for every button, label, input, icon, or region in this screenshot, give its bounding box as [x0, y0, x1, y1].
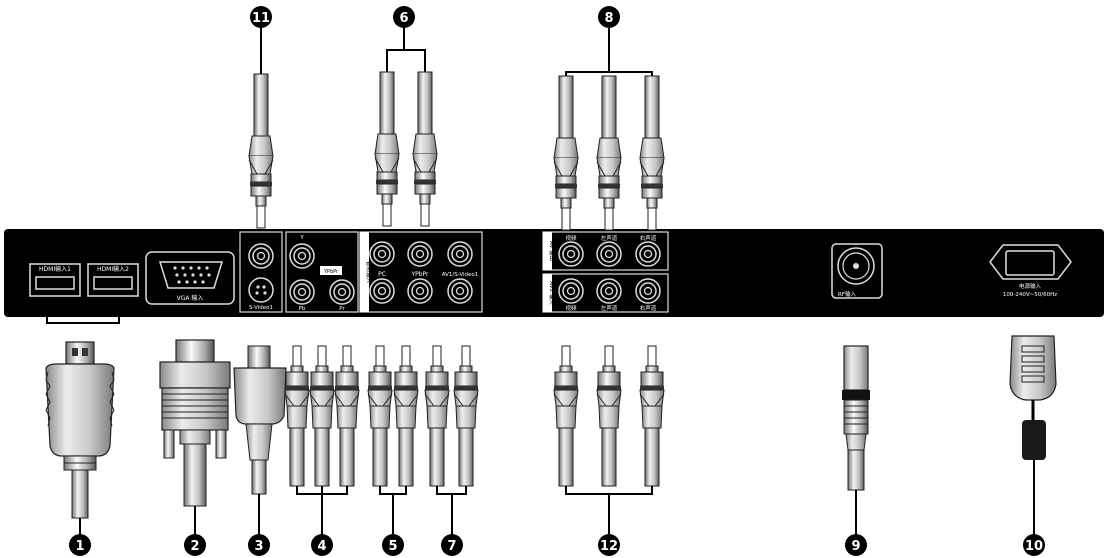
- av2-right-label: 右声道: [640, 304, 657, 312]
- av2-input-group: AV2 输入 视频 左声道 右声道: [542, 273, 669, 313]
- svg-text:8: 8: [604, 11, 613, 26]
- cable-10-power: [1009, 335, 1057, 538]
- av2-left-label: 左声道: [601, 304, 618, 312]
- svg-text:10: 10: [1025, 539, 1043, 554]
- pr-label: Pr: [339, 306, 345, 312]
- y-label: Y: [299, 235, 304, 241]
- power-input: 电源输入 100-240V~50/60Hz: [989, 244, 1072, 298]
- callout-1: 1: [69, 534, 91, 556]
- hdmi-1-label: HDMI输入1: [39, 265, 71, 273]
- callout-9: 9: [845, 534, 867, 556]
- av-group-side-label: 音频输入: [365, 261, 373, 284]
- svg-text:1: 1: [75, 539, 84, 554]
- av2-side-label: AV2 输入: [548, 281, 556, 305]
- callout-10: 10: [1023, 534, 1045, 556]
- rf-input: RF输入: [831, 243, 883, 299]
- pb-label: Pb: [299, 306, 306, 312]
- callout-7: 7: [441, 534, 463, 556]
- svideo-label: S-Video1: [249, 305, 273, 311]
- hdmi-bracket: [46, 304, 120, 324]
- svg-text:11: 11: [252, 11, 270, 26]
- cable-11-rca: [248, 28, 274, 229]
- callout-11: 11: [250, 6, 272, 28]
- vga-label: VGA 输入: [177, 294, 204, 302]
- svg-text:4: 4: [317, 539, 326, 554]
- av-out-left-label: 左声道: [601, 234, 618, 242]
- cable-8-rca-triple: [553, 28, 665, 231]
- svg-text:7: 7: [447, 539, 456, 554]
- callout-6: 6: [393, 6, 415, 28]
- av1-label: AV1/S-Video1: [442, 272, 479, 278]
- pc-label: PC: [378, 271, 386, 278]
- svg-text:9: 9: [851, 539, 860, 554]
- cable-1-hdmi: [45, 341, 115, 538]
- callout-5: 5: [382, 534, 404, 556]
- av-group: 音频输入 PC YPbPr AV1/S-Video1: [359, 231, 483, 313]
- callout-4: 4: [311, 534, 333, 556]
- av-out-video-label: 视频: [565, 234, 577, 242]
- cable-4-rca-triple: [284, 345, 360, 538]
- ypbpr-label: YPbPr: [410, 271, 429, 278]
- power-title: 电源输入: [1019, 282, 1042, 290]
- svg-text:6: 6: [399, 11, 408, 26]
- back-panel: HDMI输入1 HDMI输入2 VGA 输入 S-Video1: [4, 229, 1104, 317]
- cable-3-svideo: [233, 345, 287, 538]
- vga-port: VGA 输入: [145, 251, 235, 305]
- svg-text:2: 2: [190, 539, 199, 554]
- power-spec: 100-240V~50/60Hz: [1003, 292, 1057, 298]
- rf-label: RF输入: [838, 290, 856, 298]
- hdmi-2-label: HDMI输入2: [97, 265, 129, 273]
- cable-9-rf: [842, 345, 870, 538]
- callout-3: 3: [248, 534, 270, 556]
- hdmi-port-1: HDMI输入1: [29, 263, 81, 297]
- av-output-side-label: AV 输出: [548, 241, 556, 261]
- av2-video-label: 视频: [565, 304, 577, 312]
- ypbpr-small-box: Y Pb Pr YPbPr: [285, 231, 359, 313]
- cable-2-vga: [159, 339, 231, 538]
- callout-2: 2: [184, 534, 206, 556]
- av-out-right-label: 右声道: [640, 234, 657, 242]
- cable-7-rca-pair: [424, 345, 479, 538]
- callout-12: 12: [598, 534, 620, 556]
- svg-text:3: 3: [254, 539, 263, 554]
- svg-text:5: 5: [388, 539, 397, 554]
- cable-12-rca-triple: [553, 345, 665, 538]
- hdmi-port-2: HDMI输入2: [87, 263, 139, 297]
- ypbpr-tag: YPbPr: [323, 269, 339, 275]
- cable-6-rca-pair: [374, 28, 438, 227]
- av-output-group: AV 输出 视频 左声道 右声道: [542, 231, 669, 271]
- callout-8: 8: [598, 6, 620, 28]
- svideo-box: S-Video1: [239, 231, 283, 313]
- svg-text:12: 12: [600, 539, 618, 554]
- cable-5-rca-pair: [367, 345, 419, 538]
